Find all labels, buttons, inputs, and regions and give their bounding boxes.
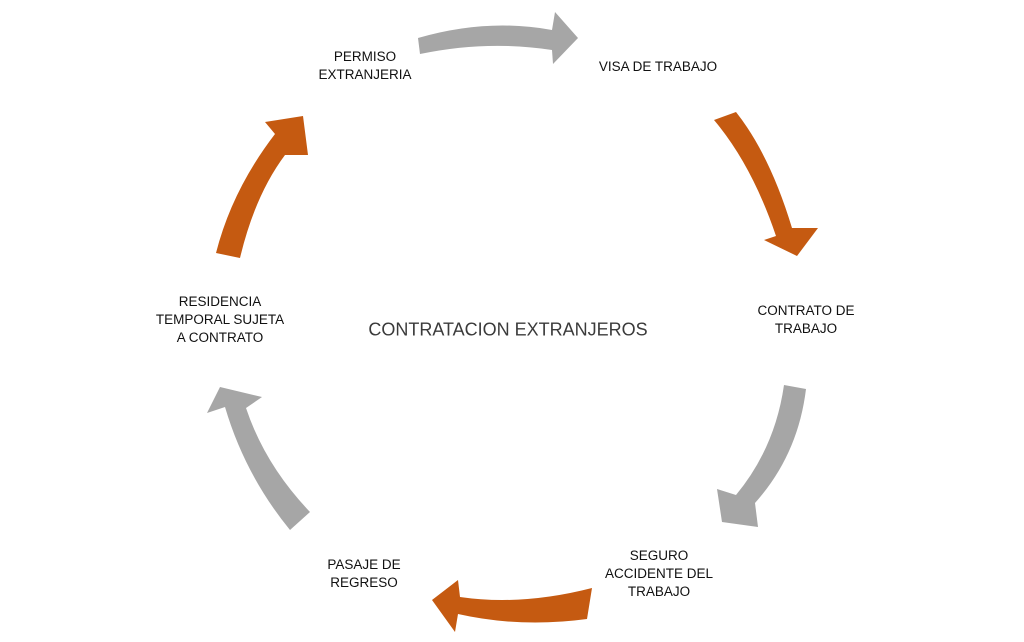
node-residencia-temporal: RESIDENCIA TEMPORAL SUJETA A CONTRATO [155, 294, 285, 345]
diagram-title: CONTRATACION EXTRANJEROS [368, 319, 648, 340]
node-pasaje-de-regreso: PASAJE DE REGRESO [327, 557, 401, 590]
arrow-contrato-to-seguro [717, 385, 806, 527]
node-visa-de-trabajo: VISA DE TRABAJO [598, 59, 718, 74]
node-permiso-extranjeria: PERMISO EXTRANJERIA [318, 49, 412, 82]
arrow-residencia-to-permiso [216, 116, 308, 258]
arrow-seguro-to-pasaje [432, 580, 592, 632]
arrow-permiso-to-visa [418, 12, 578, 64]
arrow-pasaje-to-residencia [207, 387, 310, 530]
arrow-visa-to-contrato [714, 112, 818, 256]
node-seguro-accidente: SEGURO ACCIDENTE DEL TRABAJO [604, 548, 714, 599]
node-contrato-de-trabajo: CONTRATO DE TRABAJO [757, 303, 855, 336]
